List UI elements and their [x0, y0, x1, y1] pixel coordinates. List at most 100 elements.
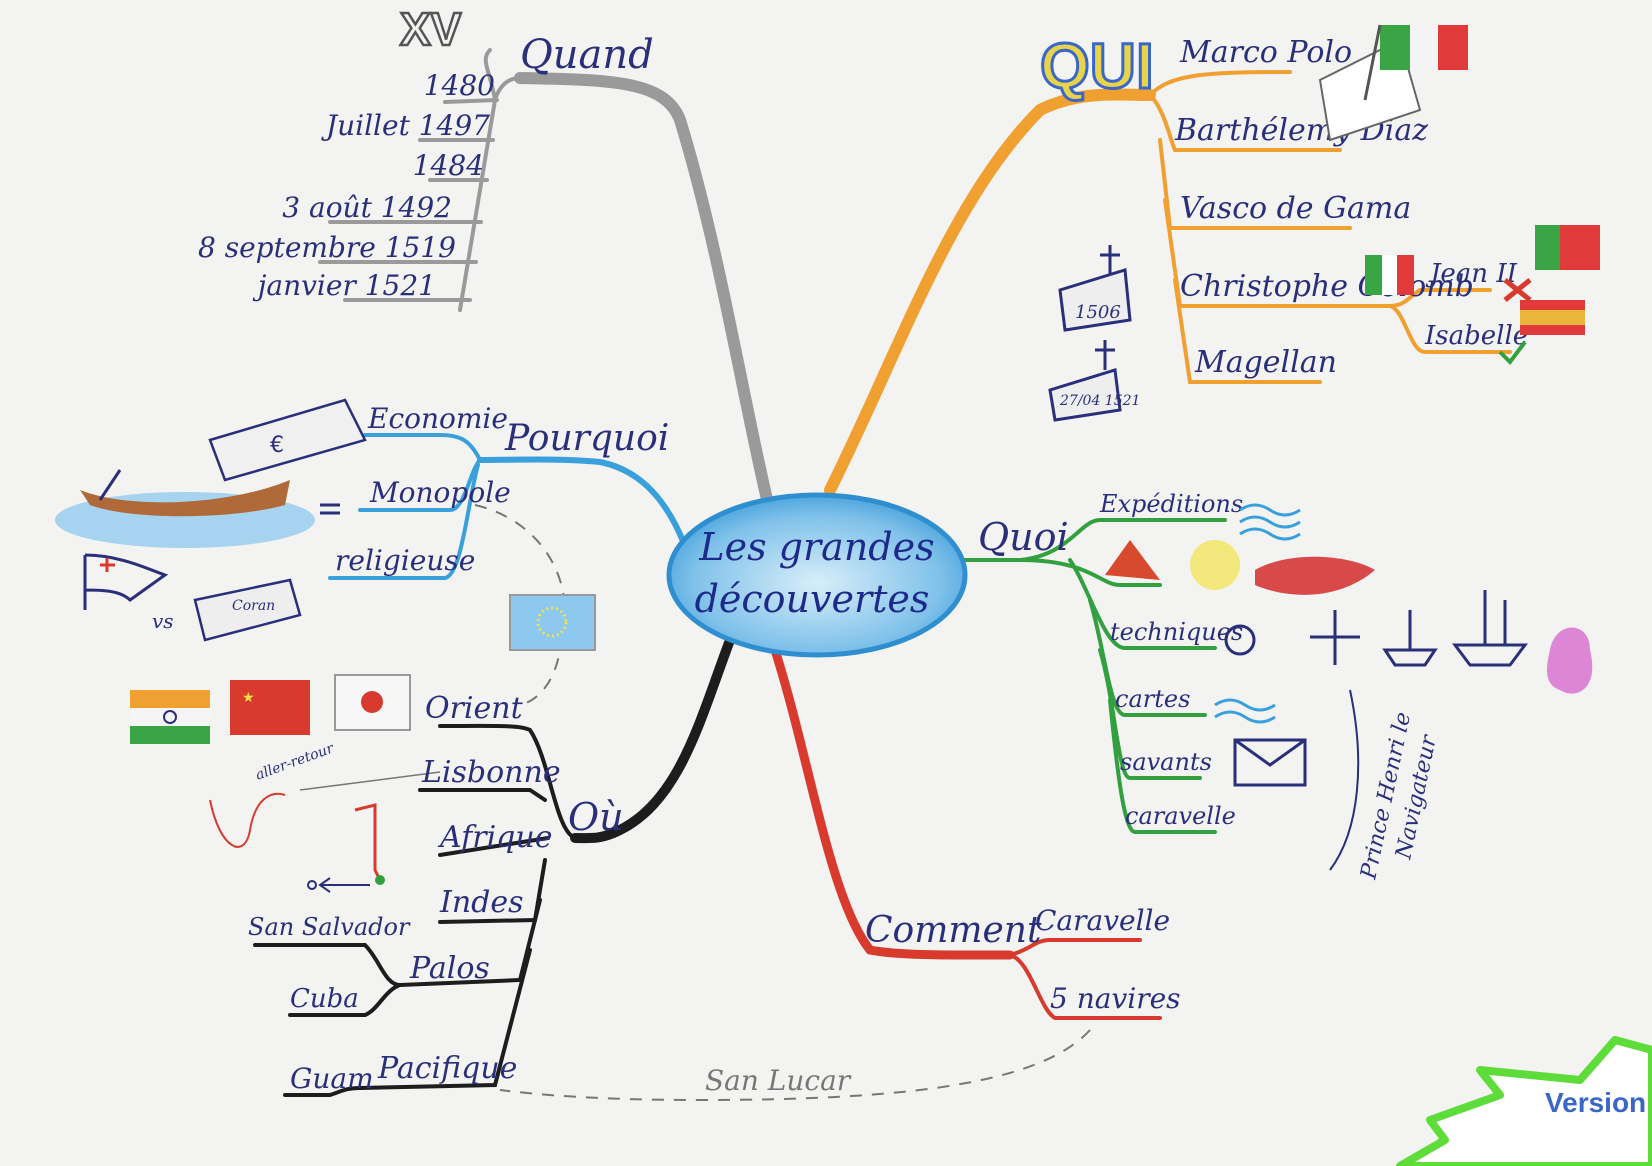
pourquoi-vs: vs: [152, 609, 174, 633]
label-comment: Comment: [865, 910, 1042, 951]
quoi-item: cartes: [1115, 685, 1190, 713]
quand-sub-branches: [318, 48, 522, 312]
euro-icon: €: [270, 433, 284, 458]
pourquoi-doodles: € Coran: [55, 398, 596, 651]
qui-item: Vasco de Gama: [1180, 191, 1411, 226]
ou-items: Orient Lisbonne Afrique Indes Palos Paci…: [248, 691, 561, 1095]
envelope-icon: [1233, 738, 1307, 787]
india-flag-icon: [130, 690, 210, 708]
quoi-items: Expéditions techniques cartes savants ca…: [1099, 490, 1243, 830]
boat-icon: [80, 480, 290, 517]
quand-item: 3 août 1492: [282, 191, 452, 224]
tomb1-text: 1506: [1075, 302, 1121, 323]
branch-qui: [824, 88, 1156, 496]
waves-icon: [1239, 503, 1301, 541]
africa-route-icon: [209, 792, 286, 848]
qui-item: Christophe Colomb: [1180, 269, 1474, 304]
ou-pacifique-sub: Guam: [290, 1062, 374, 1095]
coran-book-icon: [193, 578, 302, 642]
ship2-icon: [1452, 590, 1528, 667]
svg-text:★: ★: [242, 690, 255, 706]
qui-items: Marco Polo Barthélemy Diaz Vasco de Gama…: [1174, 35, 1528, 380]
qui-item: Marco Polo: [1179, 35, 1352, 70]
label-quand-century: XV: [400, 3, 462, 55]
ou-sub-branches: [253, 723, 577, 1097]
ou-palos-sub: Cuba: [290, 984, 359, 1014]
label-ou: Où: [568, 795, 624, 839]
quand-item: 8 septembre 1519: [198, 231, 456, 264]
qui-item: Magellan: [1194, 345, 1337, 380]
branch-ou: [570, 635, 735, 844]
link-lisbonne-curve: [299, 771, 441, 791]
ou-item: Pacifique: [377, 1051, 517, 1086]
qui-sub-branches: [1148, 70, 1512, 384]
italy-flag-icon: [1318, 24, 1468, 142]
astrolabe-icon: [1224, 624, 1256, 656]
pourquoi-item: Monopole: [369, 476, 511, 509]
comment-items: Caravelle 5 navires: [1035, 904, 1181, 1015]
label-quoi: Quoi: [978, 515, 1069, 559]
pourquoi-items: Economie Monopole religieuse vs: [152, 402, 511, 633]
quoi-sub-branches: [1018, 518, 1227, 834]
quand-item: 1484: [413, 149, 484, 182]
ou-item: Indes: [439, 885, 524, 920]
starburst-icon: [1396, 1036, 1652, 1166]
ou-item: Lisbonne: [421, 755, 561, 790]
qui-colomb-sub: Jean II: [1425, 259, 1518, 289]
label-pourquoi: Pourquoi: [504, 418, 669, 459]
quoi-item: caravelle: [1125, 802, 1236, 830]
branch-pourquoi: [477, 456, 693, 563]
ou-palos-sub: San Salvador: [248, 913, 411, 941]
spice-icon: [1105, 540, 1160, 580]
comment-sub-branches: [1008, 938, 1162, 1020]
quand-item: janvier 1521: [252, 269, 436, 302]
version-badge: Version: [1396, 1036, 1652, 1166]
quand-items: 1480 Juillet 1497 1484 3 août 1492 8 sep…: [198, 69, 495, 302]
comment-item: Caravelle: [1035, 904, 1170, 937]
quoi-item: Expéditions: [1099, 490, 1243, 518]
equals-icon: [320, 503, 340, 515]
label-qui: QUI: [1040, 30, 1154, 102]
arrow-left-icon: [318, 877, 370, 893]
silk-icon: [1255, 556, 1375, 595]
prince-figure-icon: [1547, 627, 1593, 694]
tomb2-text: 27/04 1521: [1059, 393, 1140, 409]
waves2-icon: [1214, 698, 1276, 724]
qui-colomb-sub: Isabelle: [1424, 321, 1528, 351]
ou-lisbonne-note: aller-retour: [254, 740, 338, 783]
ou-item: Palos: [409, 951, 490, 986]
label-quand: Quand: [520, 32, 654, 78]
version-label: Version: [1545, 1087, 1646, 1118]
pourquoi-item: Economie: [367, 402, 508, 435]
prince-henri: Prince Henri le Navigateur: [1329, 689, 1442, 882]
quoi-doodles: [1105, 503, 1593, 787]
quoi-item: techniques: [1110, 618, 1243, 646]
main-branches: [477, 72, 1156, 960]
tombstone-icon: 1506 27/04 1521: [1048, 245, 1140, 422]
ou-doodles: [209, 792, 385, 893]
center-title-line2: découvertes: [695, 577, 930, 621]
china-flag-icon: [230, 680, 310, 735]
orient-flags-icon: ★: [130, 674, 411, 744]
cross-flag-icon: [83, 553, 169, 610]
compass-icon: [1310, 610, 1360, 665]
ou-item: Orient: [425, 691, 524, 726]
branch-comment: [770, 645, 1015, 960]
center-title-line1: Les grandes: [698, 525, 934, 569]
eu-flag-icon: [509, 594, 596, 651]
colomb-flags-icon: [1365, 225, 1600, 366]
link-comment-ou: [499, 1029, 1091, 1102]
pourquoi-item: religieuse: [335, 544, 475, 577]
quoi-item: savants: [1120, 748, 1212, 776]
ship-icon: [1382, 610, 1438, 667]
comment-item: 5 navires: [1050, 982, 1181, 1015]
gold-icon: [1190, 540, 1240, 590]
quand-item: 1480: [424, 69, 495, 102]
money-icon: [208, 398, 367, 482]
branch-quand: [514, 72, 776, 518]
label-comment-link: San Lucar: [705, 1064, 852, 1097]
quand-item: Juillet 1497: [321, 109, 490, 142]
center-ellipse: [666, 492, 968, 658]
